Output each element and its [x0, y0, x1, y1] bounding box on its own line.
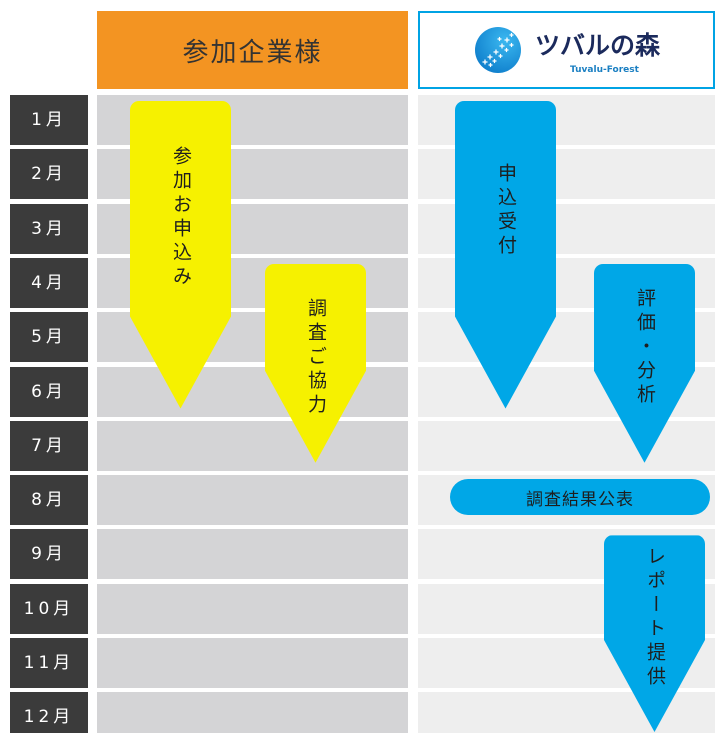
participant-lane-cell — [97, 475, 408, 526]
month-label: 3月 — [10, 203, 88, 254]
month-label: 2月 — [10, 149, 88, 200]
month-row: 1月 — [0, 95, 722, 145]
step-label-survey-cooperation: 調査ご協力 — [305, 297, 327, 418]
month-label: 7月 — [10, 420, 88, 471]
month-label: 9月 — [10, 529, 88, 580]
month-row: 2月 — [0, 149, 722, 200]
step-label-application-receipt: 申込受付 — [495, 163, 517, 259]
participant-lane-cell — [97, 529, 408, 580]
tuvalu-forest-logo-icon — [475, 27, 521, 73]
participant-lane-cell — [97, 583, 408, 634]
step-arrow-application-receipt: 申込受付 — [455, 101, 556, 409]
month-label: 1月 — [10, 95, 88, 145]
step-label-report-delivery: レポート提供 — [644, 546, 666, 691]
month-label: 8月 — [10, 475, 88, 526]
tuvalu-lane-cell — [418, 420, 715, 471]
participant-lane-cell — [97, 692, 408, 733]
step-label-evaluation-analysis: 評価・分析 — [634, 287, 656, 408]
month-label: 4月 — [10, 257, 88, 308]
participant-column-header: 参加企業様 — [97, 11, 408, 89]
tuvalu-forest-column-header: ツバルの森 Tuvalu-Forest — [418, 11, 715, 89]
step-label-results-publication: 調査結果公表 — [526, 489, 634, 510]
org-name: ツバルの森 — [535, 31, 661, 60]
month-row: 3月 — [0, 203, 722, 254]
step-pill-results-publication: 調査結果公表 — [450, 479, 710, 516]
month-row: 7月 — [0, 420, 722, 471]
participant-column-title: 参加企業様 — [182, 37, 323, 68]
month-label: 5月 — [10, 312, 88, 363]
month-label: 11月 — [10, 638, 88, 688]
month-label: 12月 — [10, 692, 88, 733]
step-arrow-application: 参加お申込み — [130, 101, 231, 409]
participant-lane-cell — [97, 420, 408, 471]
month-row: 12月 — [0, 692, 722, 733]
month-label: 6月 — [10, 366, 88, 417]
participant-lane-cell — [97, 638, 408, 688]
step-label-application: 参加お申込み — [170, 146, 192, 290]
month-label: 10月 — [10, 583, 88, 634]
org-name-en: Tuvalu-Forest — [570, 65, 639, 75]
